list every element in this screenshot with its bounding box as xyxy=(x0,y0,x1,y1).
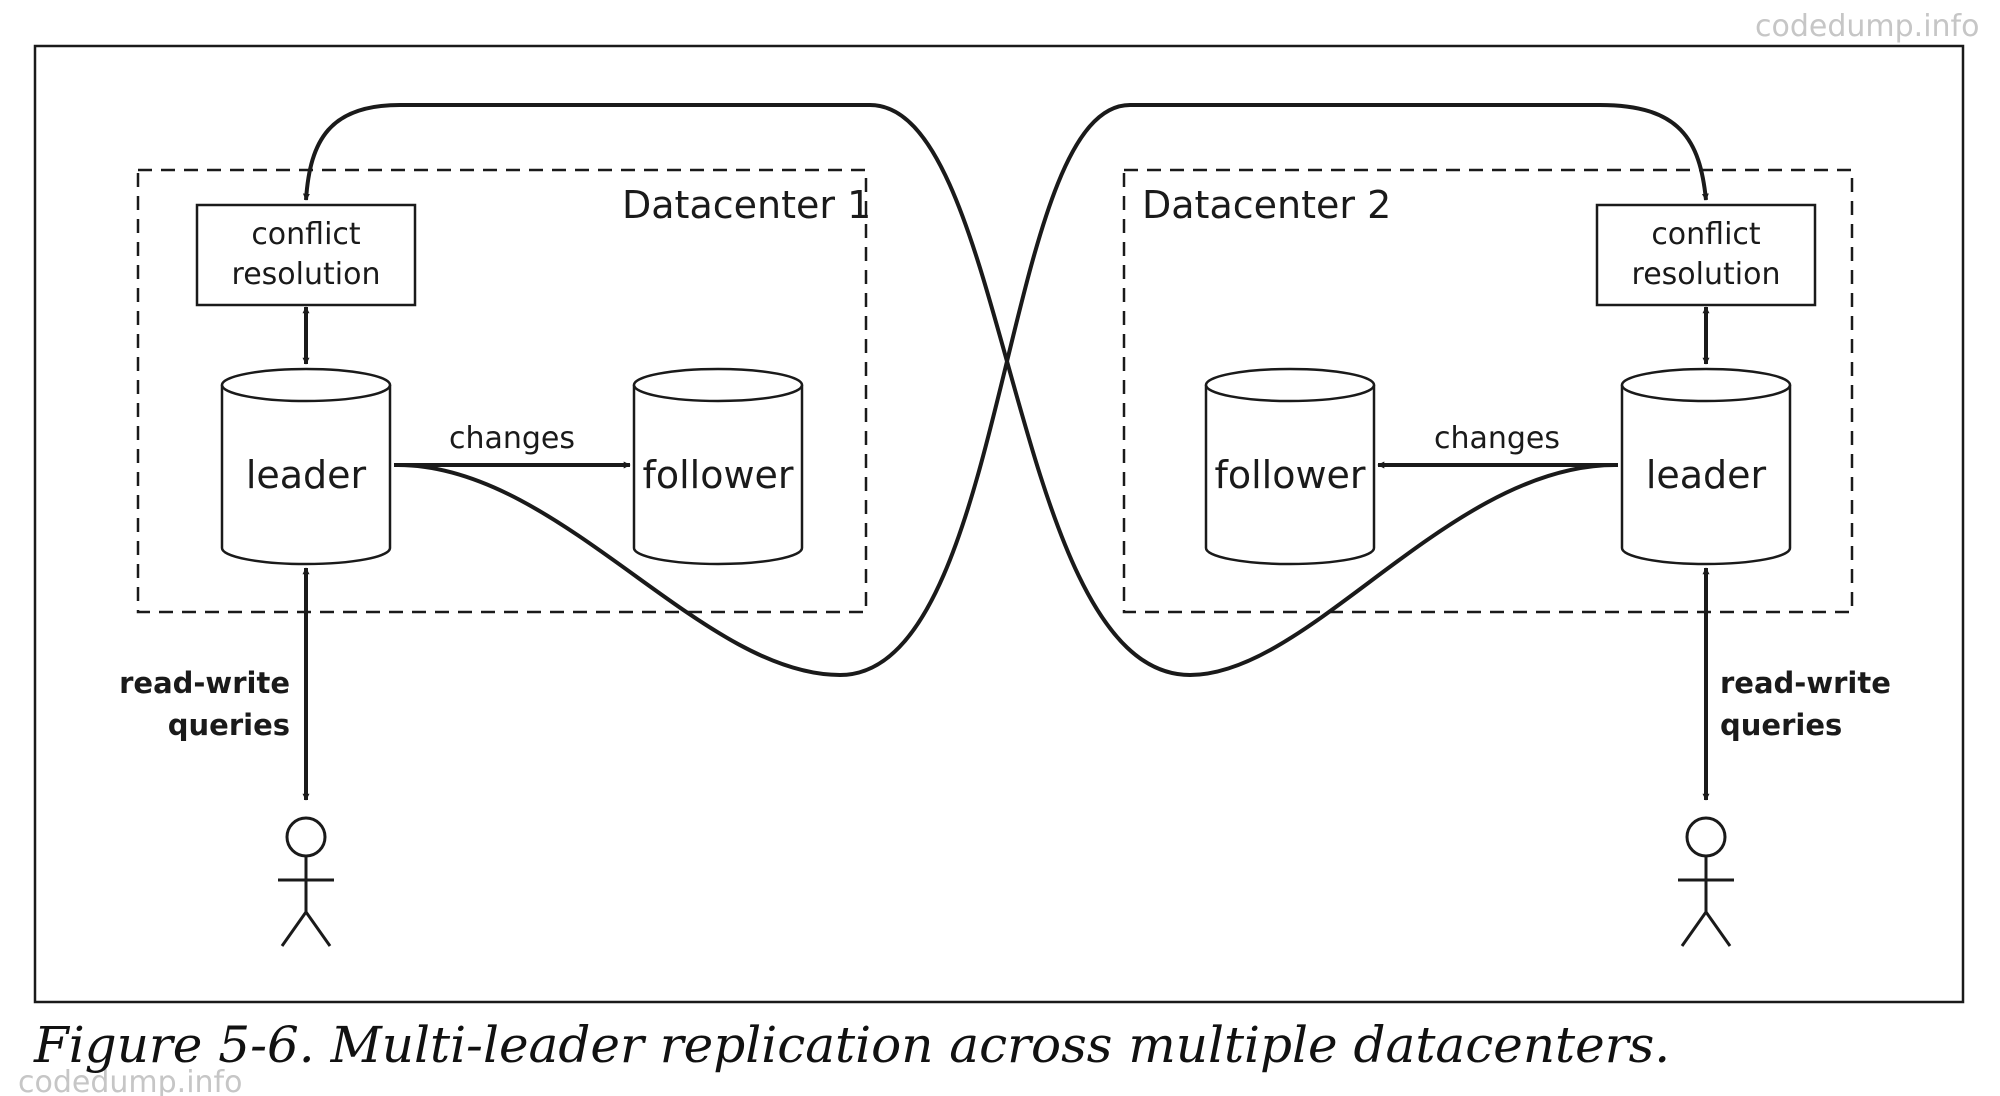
follower-1-label: follower xyxy=(642,453,793,497)
changes-label-1: changes xyxy=(449,421,575,456)
queries-label-1-line2: queries xyxy=(168,708,290,742)
leader-1-cylinder xyxy=(220,367,392,566)
datacenter-1-boundary xyxy=(136,168,868,614)
watermark-bottom: codedump.info xyxy=(18,1065,242,1096)
leader-2-label: leader xyxy=(1646,453,1767,497)
user-2-figure xyxy=(1678,816,1734,947)
queries-label-2-line1: read-write xyxy=(1720,666,1891,700)
conflict-resolution-2-line1: conflict xyxy=(1651,217,1761,252)
follower-1-cylinder xyxy=(632,367,804,566)
replication-link-dc2-to-dc1 xyxy=(302,103,1616,678)
conflict-resolution-1-line1: conflict xyxy=(251,217,361,252)
follower-2-cylinder xyxy=(1204,367,1376,566)
figure-frame xyxy=(33,44,1965,1004)
watermark-top: codedump.info xyxy=(1755,9,1979,44)
replication-link-dc1-to-dc2 xyxy=(397,103,1709,678)
datacenter-1-title: Datacenter 1 xyxy=(622,183,871,227)
queries-label-1-line1: read-write xyxy=(119,666,290,700)
leader-1-label: leader xyxy=(246,453,367,497)
conflict-resolution-2-line2: resolution xyxy=(1632,257,1781,292)
conflict-resolution-box-1 xyxy=(195,203,417,307)
leader-2-cylinder xyxy=(1620,367,1792,566)
user-1-figure xyxy=(278,816,334,947)
changes-label-2: changes xyxy=(1434,421,1560,456)
figure-caption: Figure 5-6. Multi-leader replication acr… xyxy=(34,1016,1671,1074)
conflict-resolution-box-2 xyxy=(1595,203,1817,307)
follower-2-label: follower xyxy=(1214,453,1365,497)
conflict-resolution-1-line2: resolution xyxy=(232,257,381,292)
datacenter-2-title: Datacenter 2 xyxy=(1142,183,1391,227)
datacenter-2-boundary xyxy=(1122,168,1854,614)
queries-label-2-line2: queries xyxy=(1720,708,1842,742)
